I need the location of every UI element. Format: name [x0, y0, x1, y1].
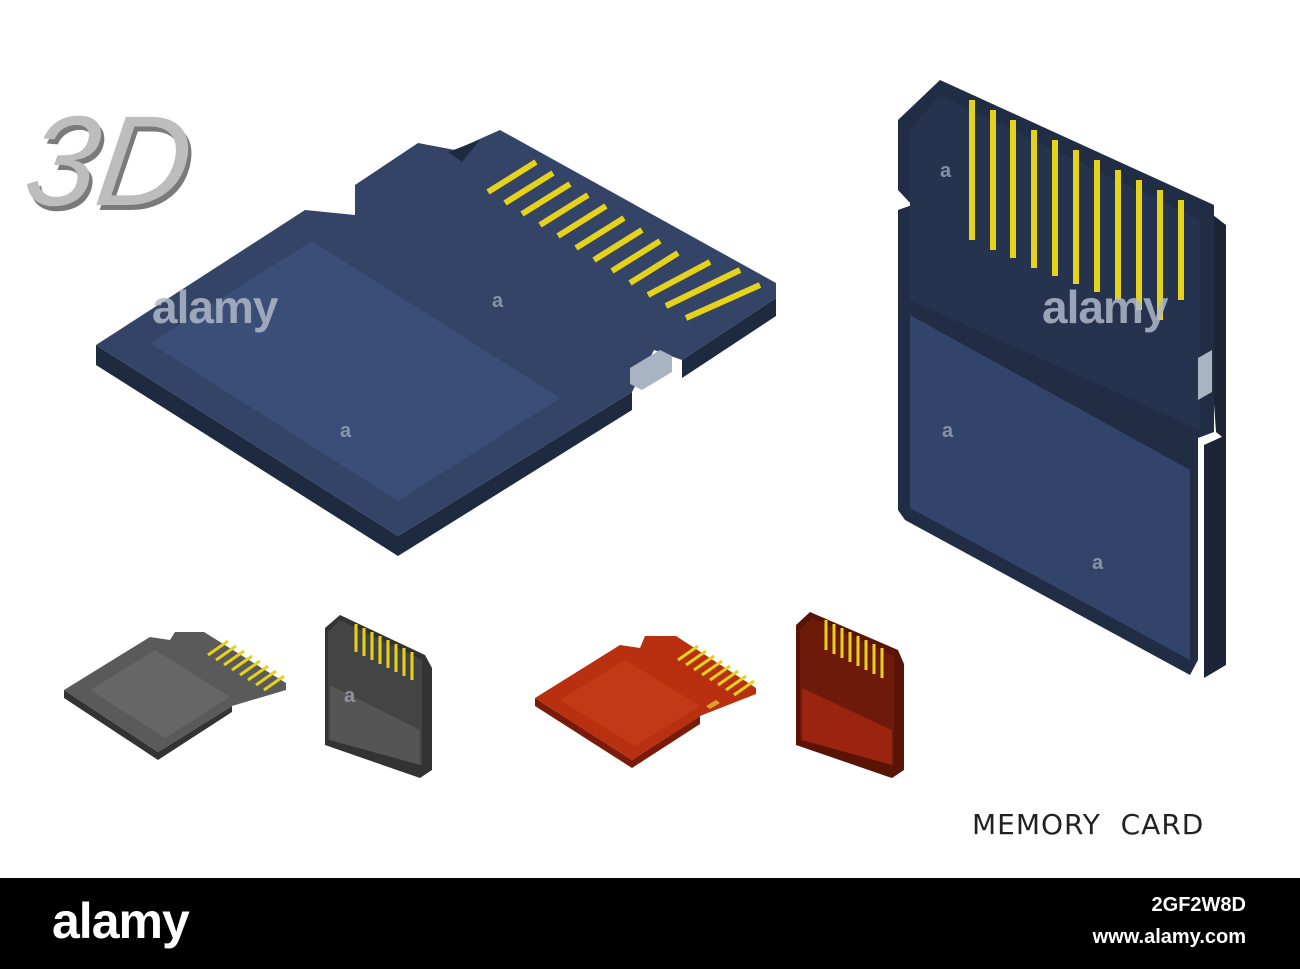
label-3d: 3D 3D	[17, 91, 204, 238]
svg-text:3D: 3D	[17, 91, 201, 233]
watermark-mark: a	[344, 685, 356, 707]
watermark-mark: a	[340, 420, 352, 442]
card-small-red-upright	[796, 612, 904, 778]
memory-card-illustration: 3D 3D	[17, 80, 1226, 778]
footer-url: www.alamy.com	[1092, 926, 1246, 948]
caption-memory-card: MEMORY CARD	[972, 808, 1205, 841]
card-small-red-isometric	[535, 636, 756, 768]
card-large-upright	[898, 80, 1226, 678]
footer-brand-logo: alamy	[52, 893, 190, 949]
watermark-mark: a	[942, 420, 954, 442]
footer-image-id: 2GF2W8D	[1151, 894, 1246, 916]
footer-bar: alamy 2GF2W8D www.alamy.com	[0, 878, 1300, 969]
card-large-isometric	[96, 130, 776, 556]
watermark-mark: a	[492, 290, 504, 312]
illustration: 3D 3D	[17, 80, 1226, 841]
watermark-mark: a	[1092, 552, 1104, 574]
watermark-alamy: alamy	[1042, 281, 1168, 333]
svg-text:3D: 3D	[21, 96, 205, 238]
card-small-gray-upright	[325, 615, 432, 778]
card-small-gray-isometric	[64, 632, 286, 760]
watermark-alamy: alamy	[152, 281, 278, 333]
watermark-mark: a	[940, 160, 952, 182]
